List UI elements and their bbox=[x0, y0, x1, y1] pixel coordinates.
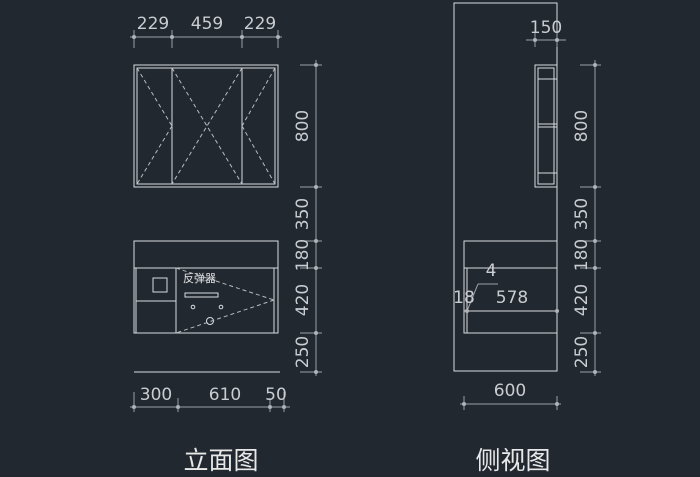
side-view: 150 4 18 578 bbox=[453, 2, 601, 475]
side-inner-dim-18: 18 bbox=[453, 288, 475, 308]
side-right-dim-180: 180 bbox=[572, 239, 592, 271]
front-right-dim-350: 350 bbox=[293, 198, 313, 230]
front-view: 229 459 229 bbox=[130, 14, 322, 475]
front-right-dim-800: 800 bbox=[293, 110, 313, 142]
front-bottom-dim-300: 300 bbox=[140, 385, 172, 405]
side-right-dim-800: 800 bbox=[572, 110, 592, 142]
side-right-dimension: 800 350 180 420 250 bbox=[572, 60, 601, 376]
side-inner-dim-4: 4 bbox=[486, 261, 497, 281]
appliance-slot bbox=[184, 292, 219, 298]
front-top-dim-1: 229 bbox=[137, 14, 169, 34]
side-right-dim-250: 250 bbox=[572, 336, 592, 368]
side-top-dimension: 150 bbox=[526, 18, 566, 47]
front-right-dimension: 800 350 180 420 250 bbox=[293, 60, 322, 376]
side-view-title: 侧视图 bbox=[475, 446, 550, 475]
basin-cabinet: 反弹器 bbox=[133, 240, 279, 334]
side-right-dim-420: 420 bbox=[572, 284, 592, 316]
side-inner-dim-578: 578 bbox=[496, 288, 528, 308]
side-bottom-dimension: 600 bbox=[460, 381, 561, 410]
side-right-dim-350: 350 bbox=[572, 198, 592, 230]
front-right-dim-180: 180 bbox=[293, 239, 313, 271]
front-right-dim-250: 250 bbox=[293, 336, 313, 368]
side-mirror-cabinet bbox=[534, 64, 558, 188]
mirror-cabinet bbox=[133, 64, 279, 188]
front-top-dimension: 229 459 229 bbox=[130, 14, 282, 48]
appliance-label: 反弹器 bbox=[183, 271, 216, 285]
small-compartment-square bbox=[152, 277, 168, 293]
front-bottom-dim-610: 610 bbox=[209, 385, 241, 405]
side-bottom-dim-600: 600 bbox=[494, 381, 526, 401]
drain-circle bbox=[206, 317, 214, 325]
front-right-dim-420: 420 bbox=[293, 284, 313, 316]
front-top-dim-2: 459 bbox=[191, 14, 223, 34]
front-view-title: 立面图 bbox=[183, 446, 258, 475]
side-basin-cabinet: 4 18 578 bbox=[453, 240, 559, 334]
front-bottom-dimension: 300 610 50 bbox=[130, 385, 290, 412]
front-bottom-dim-50: 50 bbox=[265, 385, 287, 405]
side-top-dim-150: 150 bbox=[530, 18, 562, 38]
front-top-dim-3: 229 bbox=[244, 14, 276, 34]
